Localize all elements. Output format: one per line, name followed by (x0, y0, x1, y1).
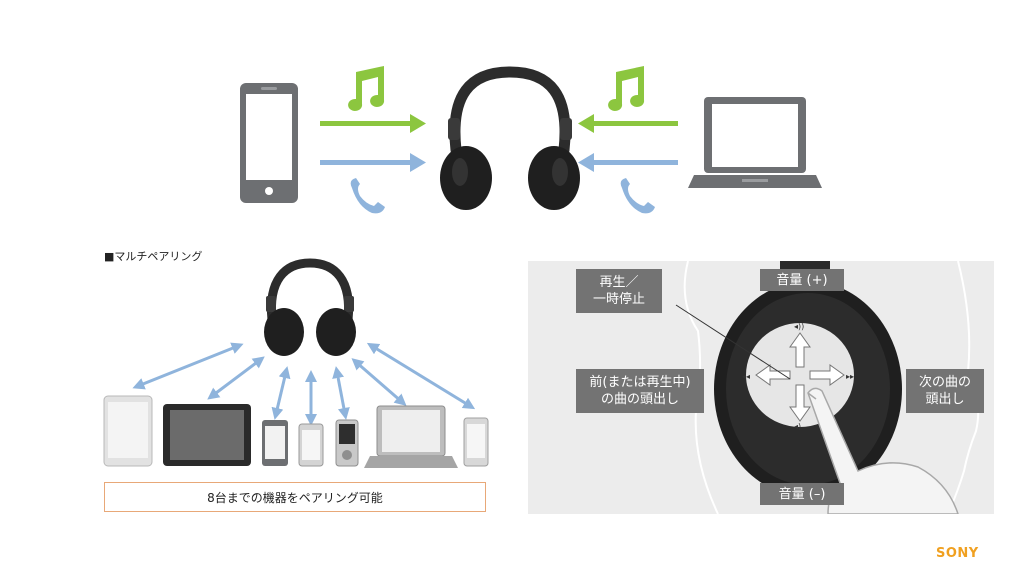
headphones-icon (714, 281, 902, 497)
next-track-line2: 頭出し (925, 392, 965, 407)
svg-text:◂): ◂) (794, 422, 801, 431)
volume-down-text: 音量 (–) (778, 486, 826, 502)
svg-text:▸▸: ▸▸ (846, 372, 854, 381)
music-note-icon (608, 66, 645, 111)
play-pause-line1: 再生／ (599, 275, 639, 290)
walkman-icon (335, 419, 359, 467)
call-arrow-to-headphones (320, 153, 426, 172)
smartphone-icon (463, 417, 489, 467)
next-track-line1: 次の曲の (918, 375, 971, 390)
laptop-icon (364, 405, 458, 468)
next-track-label: 次の曲の 頭出し (906, 369, 984, 413)
touch-control-panel: ◂)) ◂) ◂◂ ▸▸ 再生／ 一時停止 音量 (+) 前(または再生中) の… (528, 261, 994, 514)
music-arrow-to-headphones (320, 114, 426, 133)
laptop-icon (688, 97, 822, 188)
music-note-icon (348, 66, 385, 111)
svg-text:◂)): ◂)) (794, 322, 804, 331)
phone-call-icon (350, 178, 385, 214)
phone-call-icon (620, 178, 655, 214)
svg-text:◂◂: ◂◂ (742, 372, 750, 381)
touch-control-illustration: ◂)) ◂) ◂◂ ▸▸ (675, 261, 980, 514)
sony-logo: SONY (936, 546, 979, 561)
music-arrow-from-laptop (578, 114, 678, 133)
pairing-capacity-text: 8台までの機器をペアリング可能 (207, 490, 383, 505)
call-arrow-from-laptop (578, 153, 678, 172)
pairing-arrows (132, 342, 476, 426)
play-pause-label: 再生／ 一時停止 (576, 269, 662, 313)
smartphone-icon (298, 423, 324, 467)
volume-down-label: 音量 (–) (760, 483, 844, 505)
volume-up-label: 音量 (+) (760, 269, 844, 291)
volume-up-text: 音量 (+) (776, 272, 828, 288)
smartphone-icon (240, 83, 298, 203)
headphones-icon (440, 66, 580, 210)
previous-track-label: 前(または再生中) の曲の頭出し (576, 369, 704, 413)
previous-track-line2: の曲の頭出し (600, 392, 679, 407)
swipe-arrows (755, 332, 845, 422)
previous-track-line1: 前(または再生中) (589, 375, 691, 390)
headphones-icon (264, 258, 356, 356)
multipairing-diagram (103, 258, 489, 468)
top-connection-diagram (240, 66, 822, 214)
multipairing-title: ■マルチペアリング (104, 250, 203, 263)
play-pause-line2: 一時停止 (592, 292, 645, 307)
pairing-capacity-banner: 8台までの機器をペアリング可能 (104, 482, 486, 512)
smartphone-icon (262, 420, 288, 466)
tablet-icon (103, 395, 153, 467)
tablet-icon (163, 404, 251, 466)
